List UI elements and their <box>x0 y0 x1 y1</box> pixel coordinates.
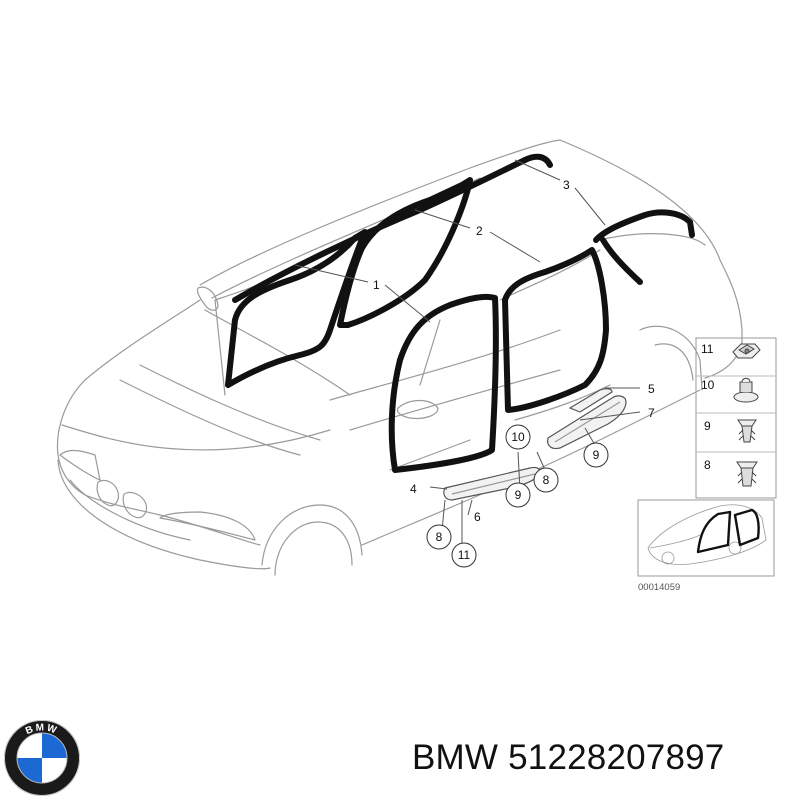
circle-callout-9-left: 9 <box>505 482 531 508</box>
diagram-number: 00014059 <box>638 582 680 593</box>
seal-front-opening <box>388 293 499 473</box>
callout-4: 4 <box>410 482 417 496</box>
svg-text:9: 9 <box>593 448 600 462</box>
callout-6: 6 <box>474 510 481 524</box>
svg-text:8: 8 <box>436 530 443 544</box>
sill-plates <box>443 388 627 501</box>
door-seals <box>225 153 695 473</box>
svg-text:10: 10 <box>511 430 525 444</box>
seal-roof <box>232 153 553 303</box>
callout-7: 7 <box>648 406 655 420</box>
svg-text:9: 9 <box>515 488 522 502</box>
legend-num-11: 11 <box>701 342 714 356</box>
bmw-roundel-icon: BMW <box>4 720 80 796</box>
thumbnail-inset: 00014059 <box>637 499 775 593</box>
circle-callout-8-left: 8 <box>426 524 452 550</box>
legend-num-10: 10 <box>701 378 715 392</box>
circle-callout-8-mid: 8 <box>533 467 559 493</box>
circled-callouts: 10 9 8 9 8 11 <box>426 424 609 568</box>
circle-callout-9-right: 9 <box>583 442 609 468</box>
fastener-legend: 11 10 9 8 <box>695 337 777 499</box>
brand-name: BMW <box>412 738 499 777</box>
circle-callout-10: 10 <box>505 424 531 450</box>
svg-text:11: 11 <box>458 548 471 562</box>
legend-num-9: 9 <box>704 419 711 433</box>
clip-11-icon <box>732 343 761 359</box>
leader-lines <box>294 159 641 548</box>
seal-front-door <box>337 177 473 328</box>
callout-5: 5 <box>648 382 655 396</box>
callout-2: 2 <box>476 224 483 238</box>
callout-1: 1 <box>373 278 380 292</box>
clip-10-icon <box>733 377 759 403</box>
clip-9-icon <box>737 419 757 443</box>
circle-callout-11: 11 <box>451 542 477 568</box>
logo-letters: BMW <box>24 722 60 737</box>
seal-rear-opening <box>502 247 609 413</box>
legend-num-8: 8 <box>704 458 711 472</box>
callout-3: 3 <box>563 178 570 192</box>
car-body-outline <box>56 139 743 576</box>
clip-8-icon <box>736 461 758 487</box>
part-number: 51228207897 <box>508 738 725 777</box>
seal-rear-quarter <box>593 209 695 243</box>
svg-text:8: 8 <box>543 473 550 487</box>
